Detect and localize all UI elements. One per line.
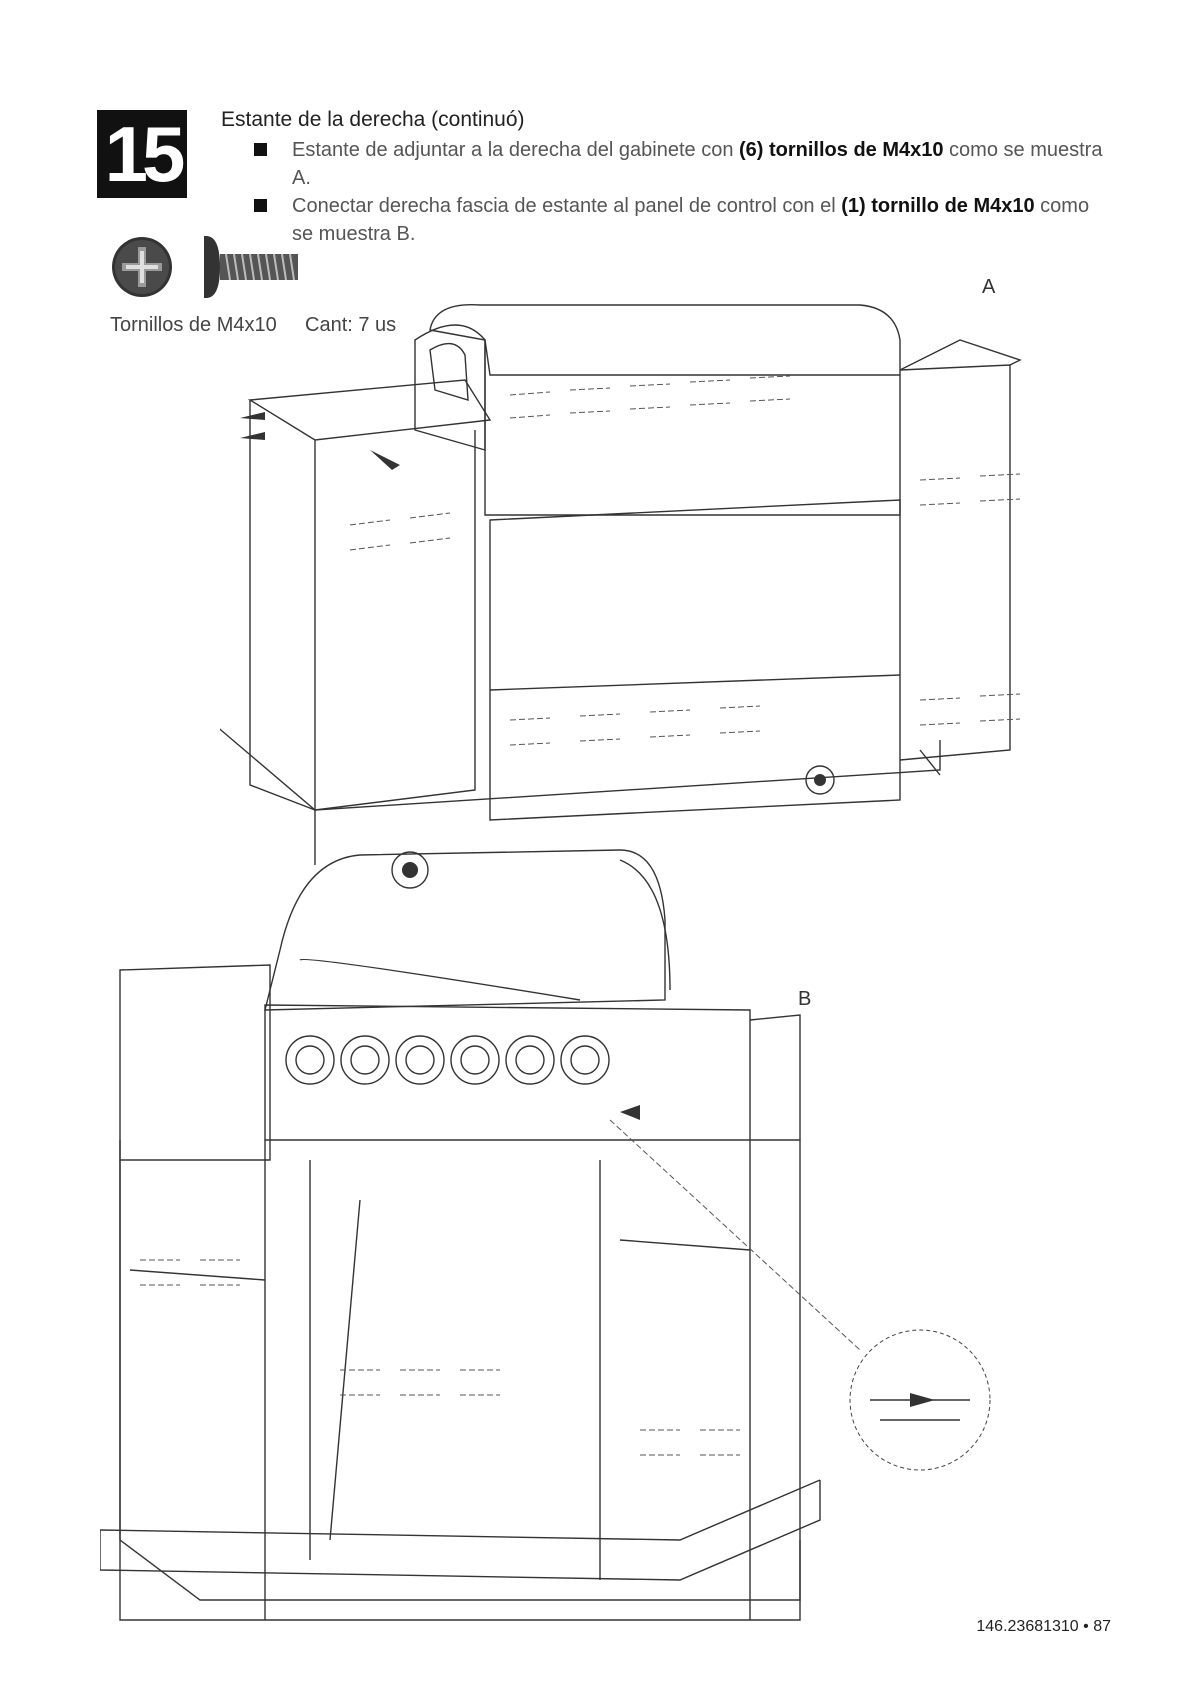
figure-a-grill-illustration bbox=[220, 280, 1040, 900]
figure-b-grill-illustration bbox=[100, 840, 1090, 1630]
bullet-square-icon bbox=[254, 143, 267, 156]
page-footer: 146.23681310 • 87 bbox=[976, 1618, 1111, 1636]
instruction-bold: (1) tornillo de M4x10 bbox=[841, 195, 1034, 217]
instruction-bold: (6) tornillos de M4x10 bbox=[739, 139, 944, 161]
instruction-text: Estante de adjuntar a la derecha del gab… bbox=[292, 139, 739, 161]
instruction-item: Estante de adjuntar a la derecha del gab… bbox=[254, 136, 1114, 192]
step-number-badge: 15 bbox=[97, 110, 187, 198]
screw-head-icon bbox=[112, 237, 172, 297]
bullet-square-icon bbox=[254, 199, 267, 212]
instruction-text: Conectar derecha fascia de estante al pa… bbox=[292, 195, 841, 217]
instruction-list: Estante de adjuntar a la derecha del gab… bbox=[254, 136, 1114, 248]
step-number: 15 bbox=[105, 109, 180, 200]
instruction-item: Conectar derecha fascia de estante al pa… bbox=[254, 192, 1114, 248]
step-title: Estante de la derecha (continuó) bbox=[221, 108, 525, 132]
